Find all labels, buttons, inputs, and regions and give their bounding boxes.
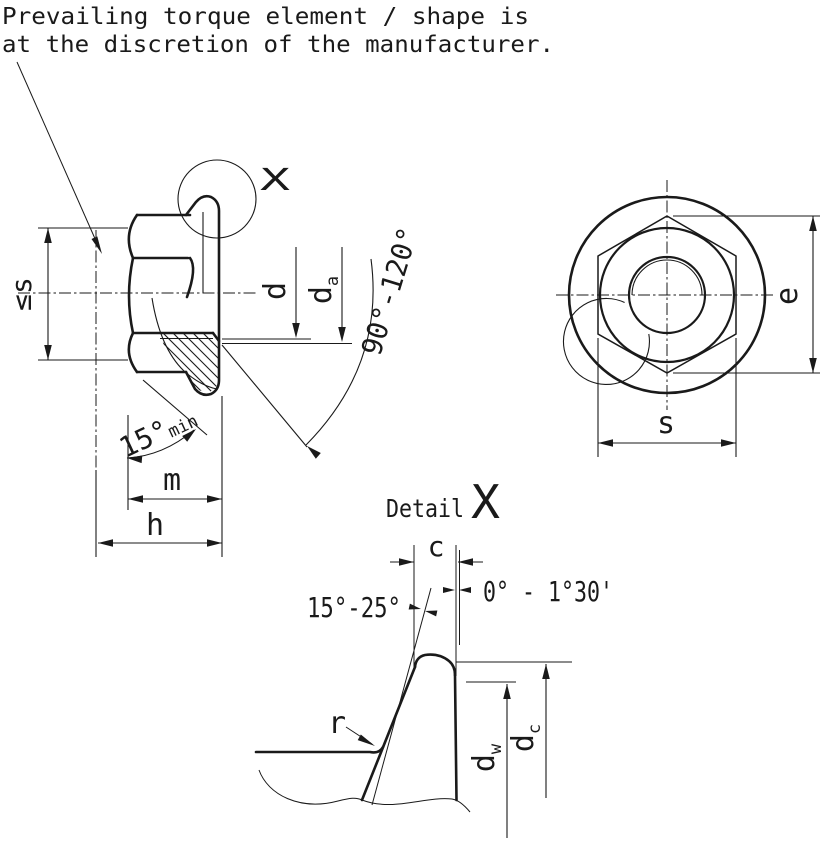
slope-reference-line — [371, 587, 432, 806]
detail-x-view: Detail X c 0° - 1°30' 15°-25 — [254, 475, 613, 838]
chamfer-circle — [598, 226, 736, 364]
label-bearing-face-angle: 0° - 1°30' — [483, 575, 613, 608]
label-h: h — [146, 508, 164, 543]
dim-bearing-face-angle: 0° - 1°30' — [443, 575, 613, 608]
note-leader-line — [16, 61, 101, 251]
thread-arc — [562, 298, 650, 386]
detail-title-marker: X — [471, 475, 500, 529]
centerlines — [556, 180, 776, 410]
dim-fillet-radius: r — [328, 706, 377, 749]
countersink-edge — [211, 331, 221, 343]
detail-title: Detail X — [386, 475, 500, 529]
reference-lines — [371, 545, 460, 806]
manufacturer-note: Prevailing torque element / shape is at … — [2, 2, 554, 256]
label-da: da — [304, 276, 343, 304]
dim-countersink-diameter: da — [222, 247, 352, 345]
section-hatching — [162, 334, 219, 392]
note-leader-arrowhead — [91, 236, 105, 256]
label-flange-angle: 15°min — [114, 400, 202, 464]
bore-chamfer-arc — [631, 259, 703, 296]
label-flange-top-angle: 15°-25° — [307, 591, 401, 624]
flange-profile — [184, 194, 221, 397]
breakout-boundary — [151, 297, 218, 390]
dim-thread-diameter: d — [222, 247, 311, 340]
dim-across-flats: s — [597, 338, 737, 457]
dim-width-across-flats: ≤s — [5, 227, 128, 361]
note-line-1: Prevailing torque element / shape is — [2, 2, 529, 30]
dim-thread-height: m — [127, 396, 223, 557]
dim-flange-diameter: dc — [456, 661, 572, 798]
label-c: c — [428, 530, 445, 563]
detail-circle — [177, 159, 257, 239]
bore-circle — [627, 255, 707, 335]
dim-flange-top-angle: 15°-25° — [307, 591, 438, 624]
top-view: e s — [556, 180, 820, 457]
label-s-max: ≤s — [5, 277, 38, 311]
label-e: e — [770, 287, 805, 305]
dim-edge-width: c — [390, 530, 483, 566]
label-dc: dc — [506, 724, 545, 752]
side-section-view: X ≤s d da 90°-120° — [5, 159, 425, 557]
dim-across-corners: e — [673, 215, 820, 374]
dim-overall-height: h — [95, 470, 222, 557]
prevailing-torque-curve — [185, 256, 195, 299]
label-dw: dw — [467, 743, 506, 772]
label-s: s — [657, 406, 675, 441]
flange-circle — [567, 195, 767, 395]
detail-title-text: Detail — [386, 494, 464, 523]
flange-edge-profile — [254, 653, 471, 813]
dim-bearing-diameter: dw — [466, 681, 516, 838]
label-d: d — [258, 282, 293, 300]
break-line — [258, 769, 471, 813]
label-r: r — [328, 706, 346, 741]
hexagon — [597, 215, 737, 374]
label-m: m — [163, 463, 181, 498]
label-countersink-angle: 90°-120° — [355, 223, 425, 359]
note-line-2: at the discretion of the manufacturer. — [2, 30, 554, 58]
detail-marker-label: X — [260, 163, 290, 198]
dim-countersink-angle: 90°-120° — [221, 223, 425, 459]
